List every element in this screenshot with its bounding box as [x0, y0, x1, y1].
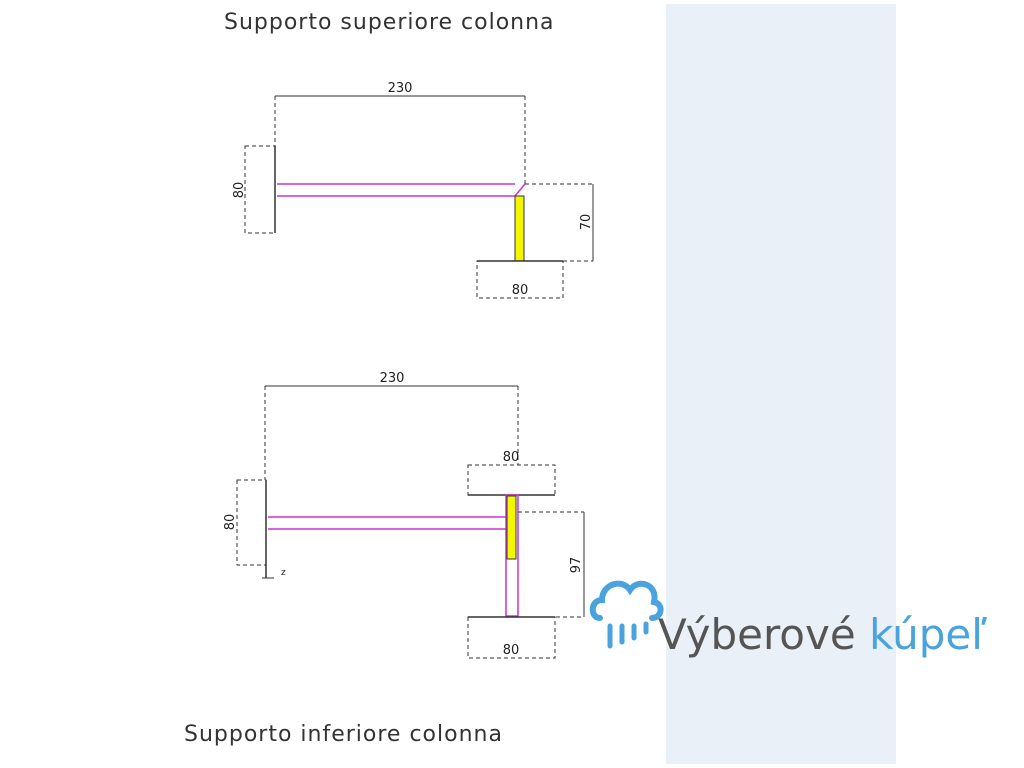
bottom-dim-top-label: 80: [503, 450, 520, 465]
brand-word-dark: Výberové: [658, 610, 856, 659]
brand-logo: Výberové kúpeľ: [586, 560, 1024, 670]
bottom-column-highlight: [506, 495, 517, 560]
bottom-dim-bottom-label: 80: [503, 643, 520, 658]
top-pipe-bend: [514, 183, 526, 197]
bottom-dim-right-label: 97: [569, 557, 584, 574]
bottom-dim-width-label: 230: [380, 371, 405, 386]
top-dim-left-label: 80: [232, 182, 247, 199]
top-left-plate: [244, 145, 276, 234]
top-dim-width-label: 230: [388, 81, 413, 96]
top-column-highlight: [514, 195, 525, 262]
bottom-support-drawing: 230 80 z 80 97 80: [223, 371, 585, 659]
bottom-axis-marker: z: [281, 568, 286, 578]
shower-cloud-icon: [589, 580, 664, 649]
top-dim-bottom-label: 80: [512, 283, 529, 298]
top-drawing-title: Supporto superiore colonna: [224, 10, 555, 35]
side-panel: [666, 4, 896, 764]
brand-word-light: kúpeľ: [869, 610, 987, 659]
brand-name: Výberové kúpeľ: [658, 610, 987, 659]
top-dim-right-label: 70: [579, 214, 594, 231]
bottom-top-plate: [467, 464, 556, 496]
bottom-left-plate: [236, 479, 267, 566]
bottom-column: [505, 494, 519, 617]
top-support-drawing: 230 80 70 80: [232, 81, 594, 299]
bottom-drawing-title: Supporto inferiore colonna: [184, 722, 503, 747]
bottom-dim-left-label: 80: [223, 514, 238, 531]
